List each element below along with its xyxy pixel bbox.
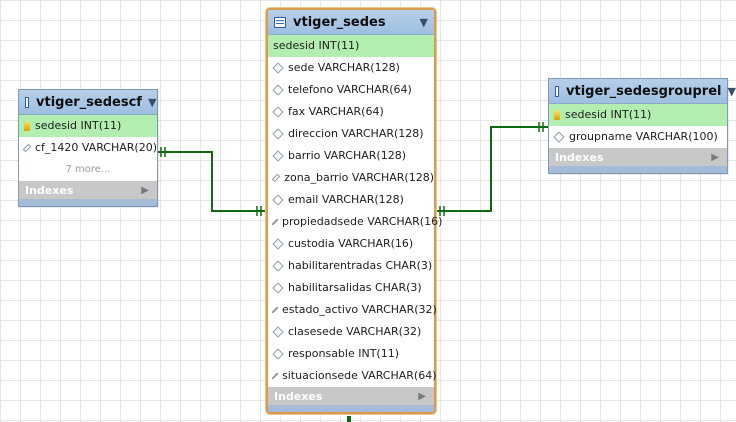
collapse-toggle-icon[interactable]: ▼ — [147, 95, 157, 109]
column-row[interactable]: barrio VARCHAR(128) — [268, 145, 434, 167]
table-vtiger-sedes[interactable]: vtiger_sedes ▼ sedesid INT(11) sede VARC… — [266, 8, 442, 414]
primary-key-row[interactable]: sedesid INT(11) — [549, 104, 727, 126]
indexes-section[interactable]: Indexes ▶ — [268, 387, 434, 405]
column-label: fax VARCHAR(64) — [288, 105, 384, 118]
column-row[interactable]: clasesede VARCHAR(32) — [268, 321, 434, 343]
column-diamond-icon — [553, 131, 565, 143]
column-diamond-icon — [272, 84, 284, 96]
column-diamond-icon — [272, 348, 284, 360]
table-icon — [555, 85, 559, 97]
primary-key-row[interactable]: sedesid INT(11) — [19, 115, 157, 137]
collapse-toggle-icon[interactable]: ▼ — [727, 84, 736, 98]
key-icon — [24, 121, 30, 131]
column-diamond-icon — [272, 194, 284, 206]
column-row[interactable]: groupname VARCHAR(100) — [549, 126, 727, 148]
column-label: sede VARCHAR(128) — [288, 61, 400, 74]
column-label: zona_barrio VARCHAR(128) — [284, 171, 434, 184]
column-label: groupname VARCHAR(100) — [569, 130, 718, 143]
column-diamond-icon — [272, 128, 284, 140]
indexes-label: Indexes — [25, 183, 74, 197]
column-row[interactable]: telefono VARCHAR(64) — [268, 79, 434, 101]
column-label: sedesid INT(11) — [565, 108, 652, 121]
column-label: propiedadsede VARCHAR(16) — [282, 215, 443, 228]
table-vtiger-sedesgrouprel[interactable]: vtiger_sedesgrouprel ▼ sedesid INT(11) g… — [548, 78, 736, 174]
table-footer — [268, 405, 434, 412]
column-row[interactable]: zona_barrio VARCHAR(128) — [268, 167, 434, 189]
table-title: vtiger_sedesgrouprel — [566, 83, 722, 99]
column-row[interactable]: responsable INT(11) — [268, 343, 434, 365]
column-label: direccion VARCHAR(128) — [288, 127, 424, 140]
column-row[interactable]: custodia VARCHAR(16) — [268, 233, 434, 255]
column-label: custodia VARCHAR(16) — [288, 237, 414, 250]
relationship-sedescf-sedes — [157, 151, 267, 212]
column-diamond-icon — [272, 150, 284, 162]
column-row[interactable]: cf_1420 VARCHAR(20) — [19, 137, 157, 159]
indexes-section[interactable]: Indexes ▶ — [549, 148, 727, 166]
column-label: email VARCHAR(128) — [288, 193, 404, 206]
column-label: habilitarentradas CHAR(3) — [288, 259, 433, 272]
column-label: responsable INT(11) — [288, 347, 400, 360]
column-row[interactable]: habilitarentradas CHAR(3) — [268, 255, 434, 277]
table-header[interactable]: vtiger_sedes ▼ — [268, 10, 434, 35]
column-diamond-icon — [22, 143, 32, 153]
column-row[interactable]: habilitarsalidas CHAR(3) — [268, 277, 434, 299]
column-label: sedesid INT(11) — [273, 39, 360, 52]
column-label: cf_1420 VARCHAR(20) — [34, 141, 157, 154]
column-row[interactable]: sede VARCHAR(128) — [268, 57, 434, 79]
column-diamond-icon — [271, 218, 279, 226]
table-footer — [19, 199, 157, 206]
column-diamond-icon — [271, 173, 281, 183]
column-row[interactable]: situacionsede VARCHAR(64) — [268, 365, 437, 387]
table-title: vtiger_sedes — [293, 14, 386, 30]
column-row[interactable]: propiedadsede VARCHAR(16) — [268, 211, 442, 233]
column-row[interactable]: fax VARCHAR(64) — [268, 101, 434, 123]
expand-arrow-icon[interactable]: ▶ — [418, 390, 426, 402]
column-diamond-icon — [272, 326, 284, 338]
table-header[interactable]: vtiger_sedescf ▼ — [19, 90, 157, 115]
column-diamond-icon — [271, 306, 279, 314]
column-diamond-icon — [272, 238, 284, 250]
column-row[interactable]: email VARCHAR(128) — [268, 189, 434, 211]
column-diamond-icon — [272, 106, 284, 118]
column-row[interactable]: estado_activo VARCHAR(32) — [268, 299, 437, 321]
table-footer — [549, 166, 727, 173]
column-label: sedesid INT(11) — [35, 119, 122, 132]
column-label: habilitarsalidas CHAR(3) — [288, 281, 422, 294]
table-header[interactable]: vtiger_sedesgrouprel ▼ — [549, 79, 736, 104]
column-label: telefono VARCHAR(64) — [288, 83, 412, 96]
table-vtiger-sedescf[interactable]: vtiger_sedescf ▼ sedesid INT(11) cf_1420… — [18, 89, 158, 207]
expand-arrow-icon[interactable]: ▶ — [711, 151, 719, 163]
table-title: vtiger_sedescf — [36, 94, 142, 110]
column-diamond-icon — [272, 62, 284, 74]
column-label: estado_activo VARCHAR(32) — [282, 303, 437, 316]
primary-key-row[interactable]: sedesid INT(11) — [268, 35, 434, 57]
table-icon — [25, 96, 29, 108]
column-diamond-icon — [272, 282, 284, 294]
column-row[interactable]: direccion VARCHAR(128) — [268, 123, 434, 145]
column-diamond-icon — [271, 372, 279, 380]
column-label: barrio VARCHAR(128) — [288, 149, 406, 162]
expand-arrow-icon[interactable]: ▶ — [141, 184, 149, 196]
more-columns-link[interactable]: 7 more... — [65, 164, 111, 175]
table-icon — [274, 16, 286, 28]
column-label: situacionsede VARCHAR(64) — [282, 369, 437, 382]
key-icon — [554, 110, 560, 120]
relationship-sedes-sedesgrouprel — [434, 126, 549, 212]
collapse-toggle-icon[interactable]: ▼ — [419, 15, 428, 29]
indexes-label: Indexes — [555, 150, 604, 164]
column-diamond-icon — [272, 260, 284, 272]
column-label: clasesede VARCHAR(32) — [288, 325, 422, 338]
indexes-section[interactable]: Indexes ▶ — [19, 181, 157, 199]
indexes-label: Indexes — [274, 389, 323, 403]
